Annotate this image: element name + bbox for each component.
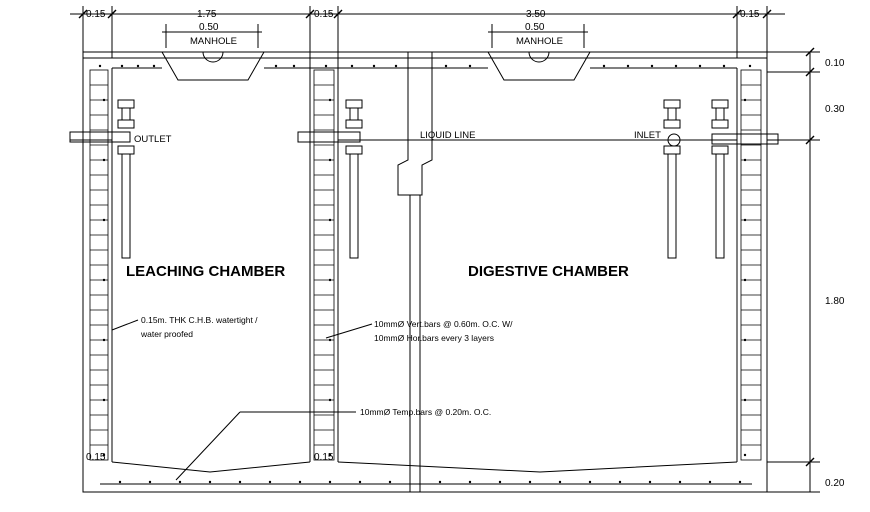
dim-freeboard: 0.30 [825,104,845,115]
dim-top-wall-right: 0.15 [740,9,760,20]
dim-liquid-depth: 1.80 [825,296,845,307]
temp-bars-note: 10mmØ Temp.bars @ 0.20m. O.C. [360,407,491,417]
inlet-pipe-right [711,99,779,259]
leaching-chamber-label: LEACHING CHAMBER [126,263,285,280]
outlet-label: OUTLET [134,134,172,145]
dim-base-thickness: 0.20 [825,478,845,489]
dim-digestive-width: 3.50 [526,9,546,20]
baffle-wall [397,52,433,196]
manhole-left-label: MANHOLE [190,36,237,47]
base-left [111,461,311,473]
chb-wall-left [89,69,109,461]
dim-slab-thickness: 0.10 [825,58,845,69]
chb-note-line-1: 0.15m. THK C.H.B. watertight / [141,315,258,325]
inlet-pipe [663,99,681,259]
rebar-dots [98,64,752,484]
outlet-pipe [69,99,135,259]
dim-bottom-wall-mid: 0.15 [314,452,334,463]
liquid-line-label: LIQUID LINE [420,130,475,141]
dim-top-wall-left: 0.15 [86,9,106,20]
chb-wall-right [740,69,762,461]
hor-bars-note: 10mmØ Hor.bars every 3 layers [374,333,494,343]
digestive-chamber-label: DIGESTIVE CHAMBER [468,263,629,280]
dim-manhole-right: 0.50 [525,22,545,33]
dim-top-wall-mid: 0.15 [314,9,334,20]
chb-wall-middle [313,69,335,461]
dim-bottom-wall-left: 0.15 [86,452,106,463]
base-right [337,461,738,473]
manhole-right [487,51,591,81]
vert-bars-note: 10mmØ Vert.bars @ 0.60m. O.C. W/ [374,319,513,329]
dim-manhole-left: 0.50 [199,22,219,33]
outlet-pipe-mid [297,99,363,259]
dim-leaching-width: 1.75 [197,9,217,20]
manhole-right-label: MANHOLE [516,36,563,47]
manhole-left [161,51,265,81]
tank-outline [82,51,768,493]
inlet-label: INLET [634,130,661,141]
chb-note-line-2: water proofed [140,329,193,339]
